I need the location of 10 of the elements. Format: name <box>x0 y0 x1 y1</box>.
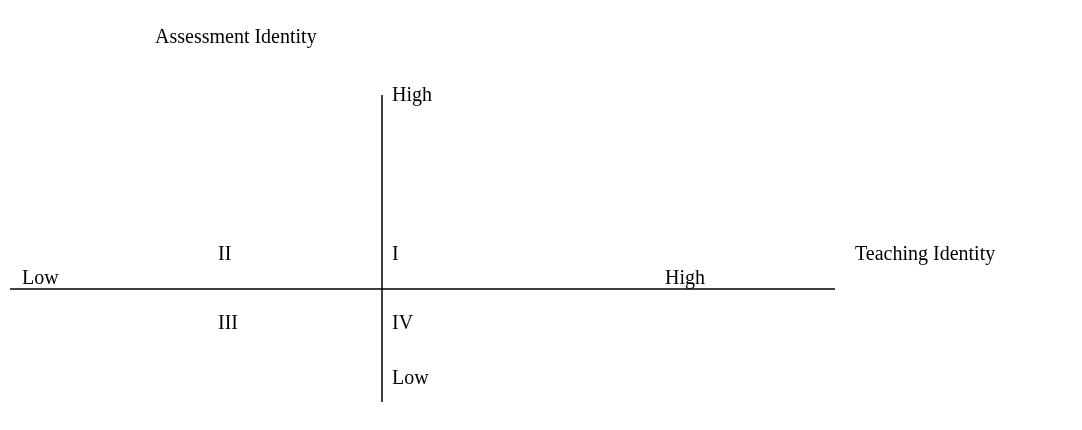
axis-label: Low <box>22 265 59 289</box>
axis-label: I <box>392 241 399 265</box>
axis-label: High <box>665 265 705 289</box>
axis-label: IV <box>392 310 414 334</box>
axis-label: Low <box>392 365 429 389</box>
axis-label: High <box>392 82 432 106</box>
axis-label: Teaching Identity <box>855 241 996 265</box>
axis-label: III <box>218 310 238 334</box>
axis-label: Assessment Identity <box>155 24 317 48</box>
axis-label: II <box>218 241 232 265</box>
